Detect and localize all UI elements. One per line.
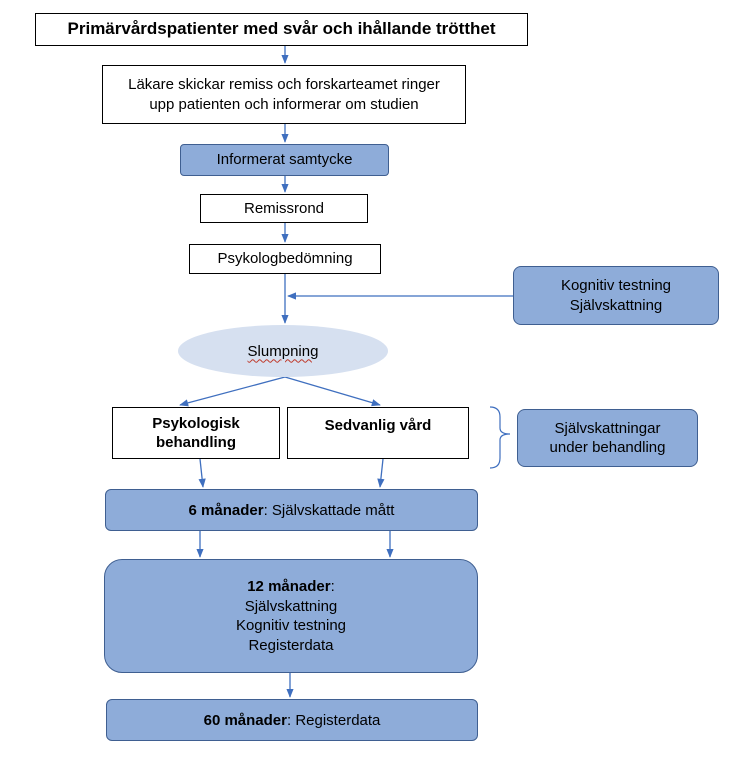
m6-label: 6 månader: [188, 502, 264, 519]
m60-text: : Registerdata: [287, 712, 381, 729]
m60-box: 60 månader: Registerdata: [106, 699, 478, 741]
arrow-usual-arm-to-6m: [377, 458, 385, 488]
consent-text: Informerat samtycke: [216, 151, 353, 169]
brace-during-treatment: [489, 406, 511, 469]
m12-label: 12 månader: [247, 578, 331, 595]
baseline-line1: Kognitiv testning: [560, 277, 672, 294]
arrow-random-to-psych-arm: [179, 376, 286, 407]
arm-psych-box: Psykologisk behandling: [112, 407, 280, 459]
arm-usual-box: Sedvanlig vård: [287, 407, 469, 459]
m6-text: : Självskattade mått: [263, 502, 395, 519]
during-treatment-line2: under behandling: [549, 439, 666, 456]
m12-item: Registerdata: [248, 636, 334, 654]
psych-assessment-box: Psykologbedömning: [189, 244, 381, 274]
consent-box: Informerat samtycke: [180, 144, 389, 176]
remissrond-box: Remissrond: [200, 194, 368, 223]
randomization-text: Slumpning: [247, 342, 319, 360]
referral-box: Läkare skickar remiss och forskarteamet …: [102, 65, 466, 124]
during-treatment-line1: Självskattningar: [554, 419, 661, 437]
referral-text: Läkare skickar remiss och forskarteamet …: [128, 76, 440, 113]
arm-psych-line1: Psykologisk: [152, 414, 240, 432]
during-treatment-box: Självskattningar under behandling: [517, 409, 698, 467]
m12-box: 12 månader: Självskattning Kognitiv test…: [104, 559, 478, 673]
arm-usual-text: Sedvanlig vård: [324, 417, 432, 434]
m6-box: 6 månader: Självskattade mått: [105, 489, 478, 531]
baseline-line2: Självskattning: [569, 296, 663, 314]
baseline-box: Kognitiv testning Självskattning: [513, 266, 719, 325]
m12-item: Självskattning: [244, 597, 338, 615]
m12-item: Kognitiv testning: [235, 617, 347, 634]
arm-psych-line2: behandling: [156, 434, 236, 451]
psych-assessment-text: Psykologbedömning: [217, 250, 353, 268]
remissrond-text: Remissrond: [243, 199, 325, 217]
m12-colon: :: [330, 578, 335, 595]
randomization-ellipse: Slumpning: [178, 325, 388, 377]
m12-heading: 12 månader:: [247, 577, 335, 597]
m60-label: 60 månader: [203, 712, 287, 729]
title-box: Primärvårdspatienter med svår och ihålla…: [35, 13, 528, 46]
arrow-random-to-usual-arm: [284, 376, 381, 407]
title-text: Primärvårdspatienter med svår och ihålla…: [67, 19, 496, 39]
arrow-psych-arm-to-6m: [198, 458, 206, 488]
